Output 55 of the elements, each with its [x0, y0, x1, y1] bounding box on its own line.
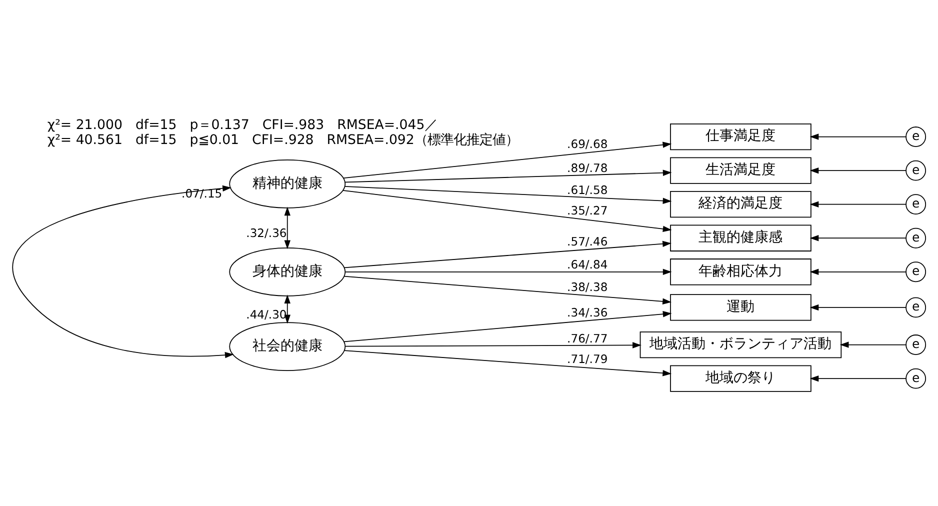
edge-label: .64/.84 [567, 258, 608, 272]
node-box: 年齢相応体力 [670, 258, 812, 286]
arrow [344, 276, 672, 304]
edge-label: .32/.36 [246, 226, 287, 240]
node-ellipse: 身体的健康 [229, 247, 346, 296]
arrow [810, 201, 906, 208]
edge-label: .35/.27 [567, 203, 608, 218]
arrow [344, 311, 672, 342]
edge-label: .76/.77 [567, 331, 608, 346]
arrow [810, 235, 906, 242]
arrow [344, 342, 642, 348]
node-circle: e [906, 228, 926, 248]
arrow [343, 142, 672, 179]
arrow [840, 342, 906, 348]
arrow [810, 167, 906, 174]
arrow [344, 170, 672, 183]
node-box: 主観的健康感 [670, 224, 812, 252]
arrow [12, 185, 234, 358]
edge-label: .34/.36 [567, 306, 608, 320]
edge-label: .44/.30 [246, 308, 287, 322]
arrow [342, 190, 672, 232]
node-box: 地域活動・ボランティア活動 [640, 331, 842, 358]
node-ellipse: 精神的健康 [229, 159, 346, 208]
arrow [810, 375, 906, 382]
node-box: 運動 [670, 294, 812, 321]
node-circle: e [906, 194, 926, 215]
node-box: 仕事満足度 [670, 123, 812, 150]
node-circle: e [906, 160, 926, 181]
edge-label: .69/.68 [567, 136, 608, 151]
node-box: 経済的満足度 [670, 191, 812, 218]
node-circle: e [906, 262, 926, 282]
arrow [344, 186, 672, 204]
edge-label: .71/.79 [567, 352, 608, 366]
arrow [810, 134, 906, 140]
edge-label: .89/.78 [567, 160, 608, 175]
node-circle: e [906, 126, 926, 147]
arrow [284, 206, 290, 250]
node-box: 生活満足度 [670, 157, 812, 184]
node-box: 地域の祭り [670, 365, 812, 392]
node-circle: e [906, 297, 926, 318]
arrow [810, 304, 906, 311]
arrow [344, 268, 672, 275]
arrow [284, 294, 290, 324]
node-circle: e [906, 368, 926, 389]
node-ellipse: 社会的健康 [229, 322, 346, 371]
label: χ²= 40.561 df=15 p≦0.01 CFI=.928 RMSEA=.092（標準化推定値） [47, 132, 518, 148]
edge-label: .57/.46 [567, 234, 608, 249]
node-circle: e [906, 334, 926, 355]
arrow [344, 240, 672, 268]
arrow [810, 268, 906, 275]
arrow [344, 350, 672, 376]
edge-label: .07/.15 [182, 186, 222, 201]
edge-label: .38/.38 [567, 280, 608, 294]
label: χ²= 21.000 df=15 p＝0.137 CFI=.983 RMSEA=.045／ [47, 118, 438, 133]
edge-label: .61/.58 [567, 183, 608, 198]
